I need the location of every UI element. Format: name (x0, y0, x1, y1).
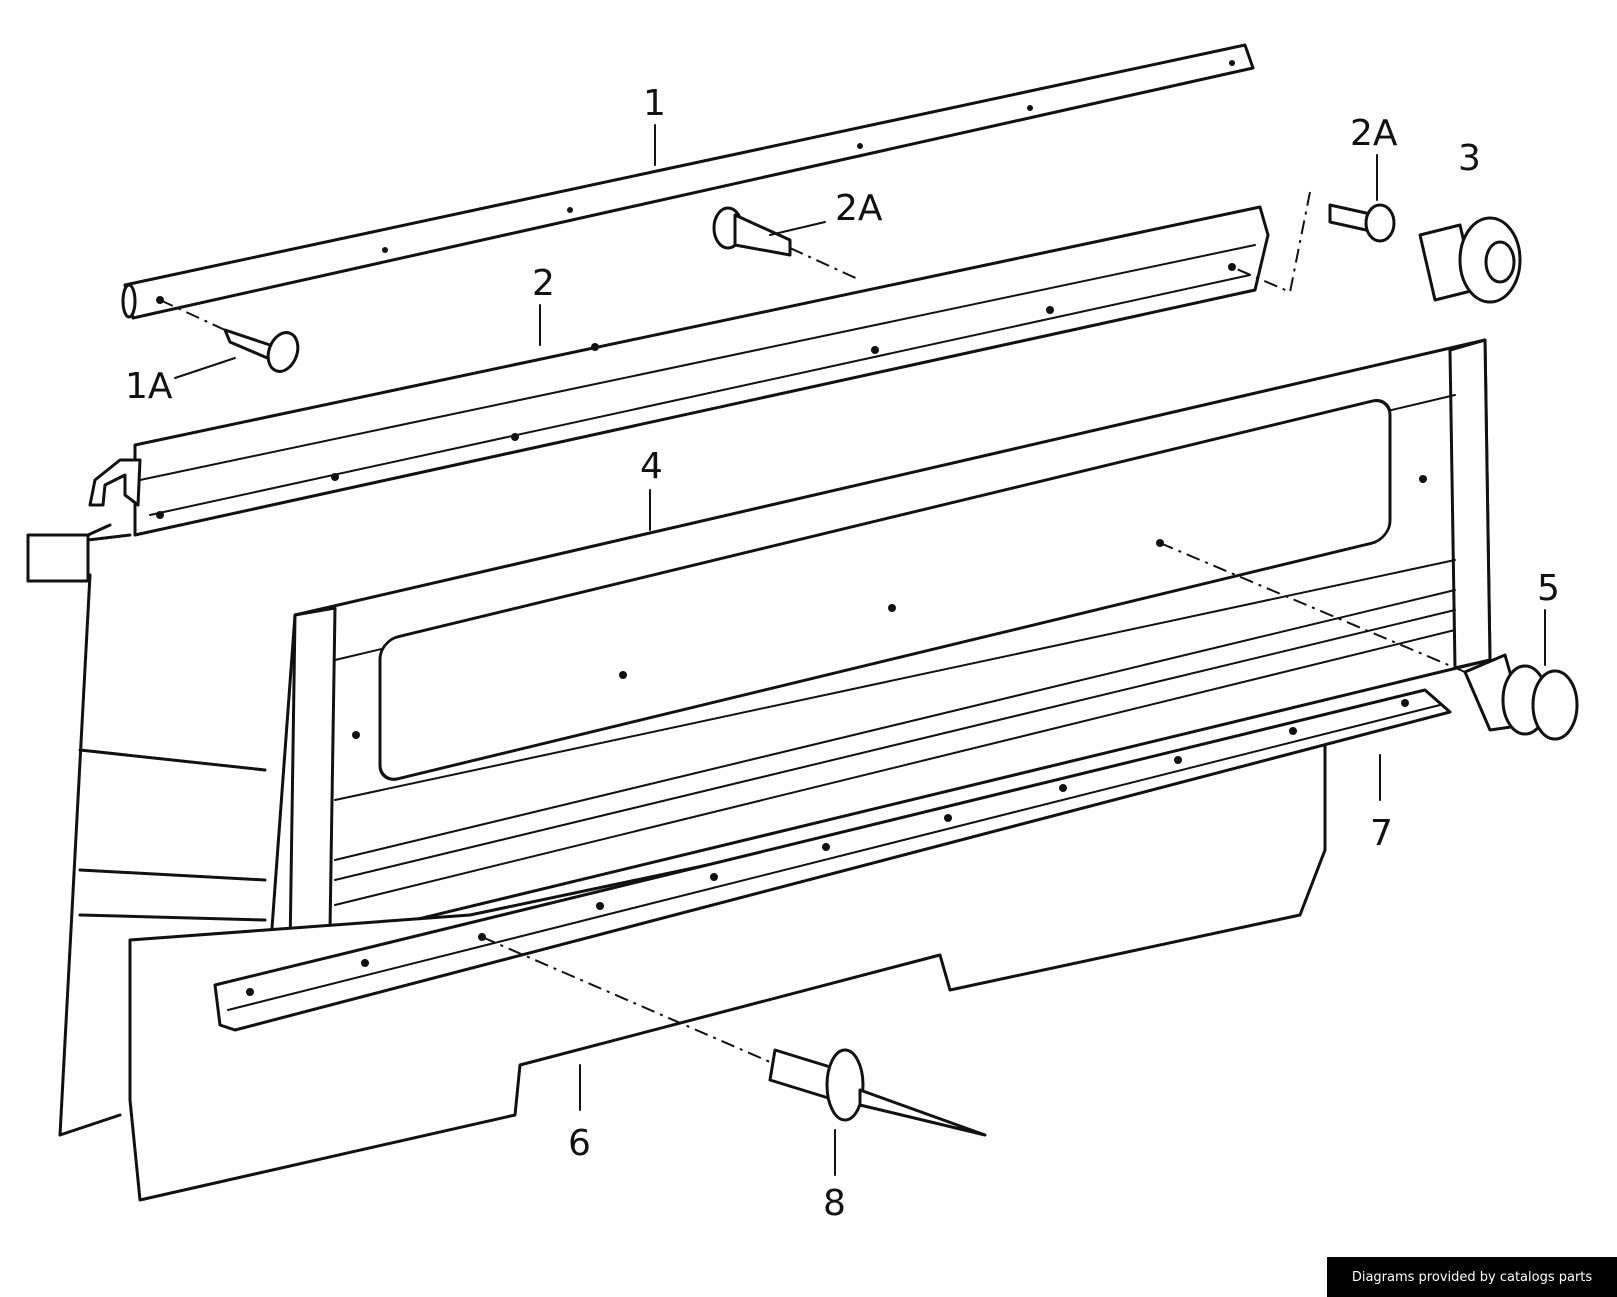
callout-4: 4 (640, 446, 663, 487)
vehicle-wall (26, 523, 267, 1137)
callout-2a-left: 2A (835, 188, 883, 229)
callout-1: 1 (643, 83, 666, 124)
callout-2a-right: 2A (1350, 113, 1398, 154)
part-3-plug (1418, 216, 1522, 304)
part-2a-screw-right (1231, 191, 1396, 294)
callout-6: 6 (568, 1123, 591, 1164)
part-4-inner-panel (268, 338, 1492, 957)
callout-2: 2 (532, 263, 555, 304)
part-5-retainer (1159, 542, 1579, 741)
part-7-lower-rail (213, 688, 1452, 1032)
leader-lines (174, 124, 1546, 1176)
callout-1a: 1A (125, 366, 173, 407)
callout-8: 8 (823, 1183, 846, 1224)
callout-7: 7 (1370, 813, 1393, 854)
part-1-trim-strip (121, 43, 1255, 320)
part-2a-screw-left (712, 206, 861, 281)
part-1a-screw (159, 299, 300, 373)
part-2-upper-rail (88, 205, 1270, 537)
callout-labels: 1 1A 2 2A 2A 3 4 5 6 7 8 (125, 83, 1560, 1224)
credit-text: Diagrams provided by catalogs parts (1351, 1269, 1593, 1285)
callout-3: 3 (1458, 138, 1481, 179)
part-8-clip (481, 936, 987, 1137)
credit-banner: Diagrams provided by catalogs parts (1327, 1257, 1617, 1297)
stop-block (26, 533, 90, 583)
callout-5: 5 (1537, 568, 1560, 609)
